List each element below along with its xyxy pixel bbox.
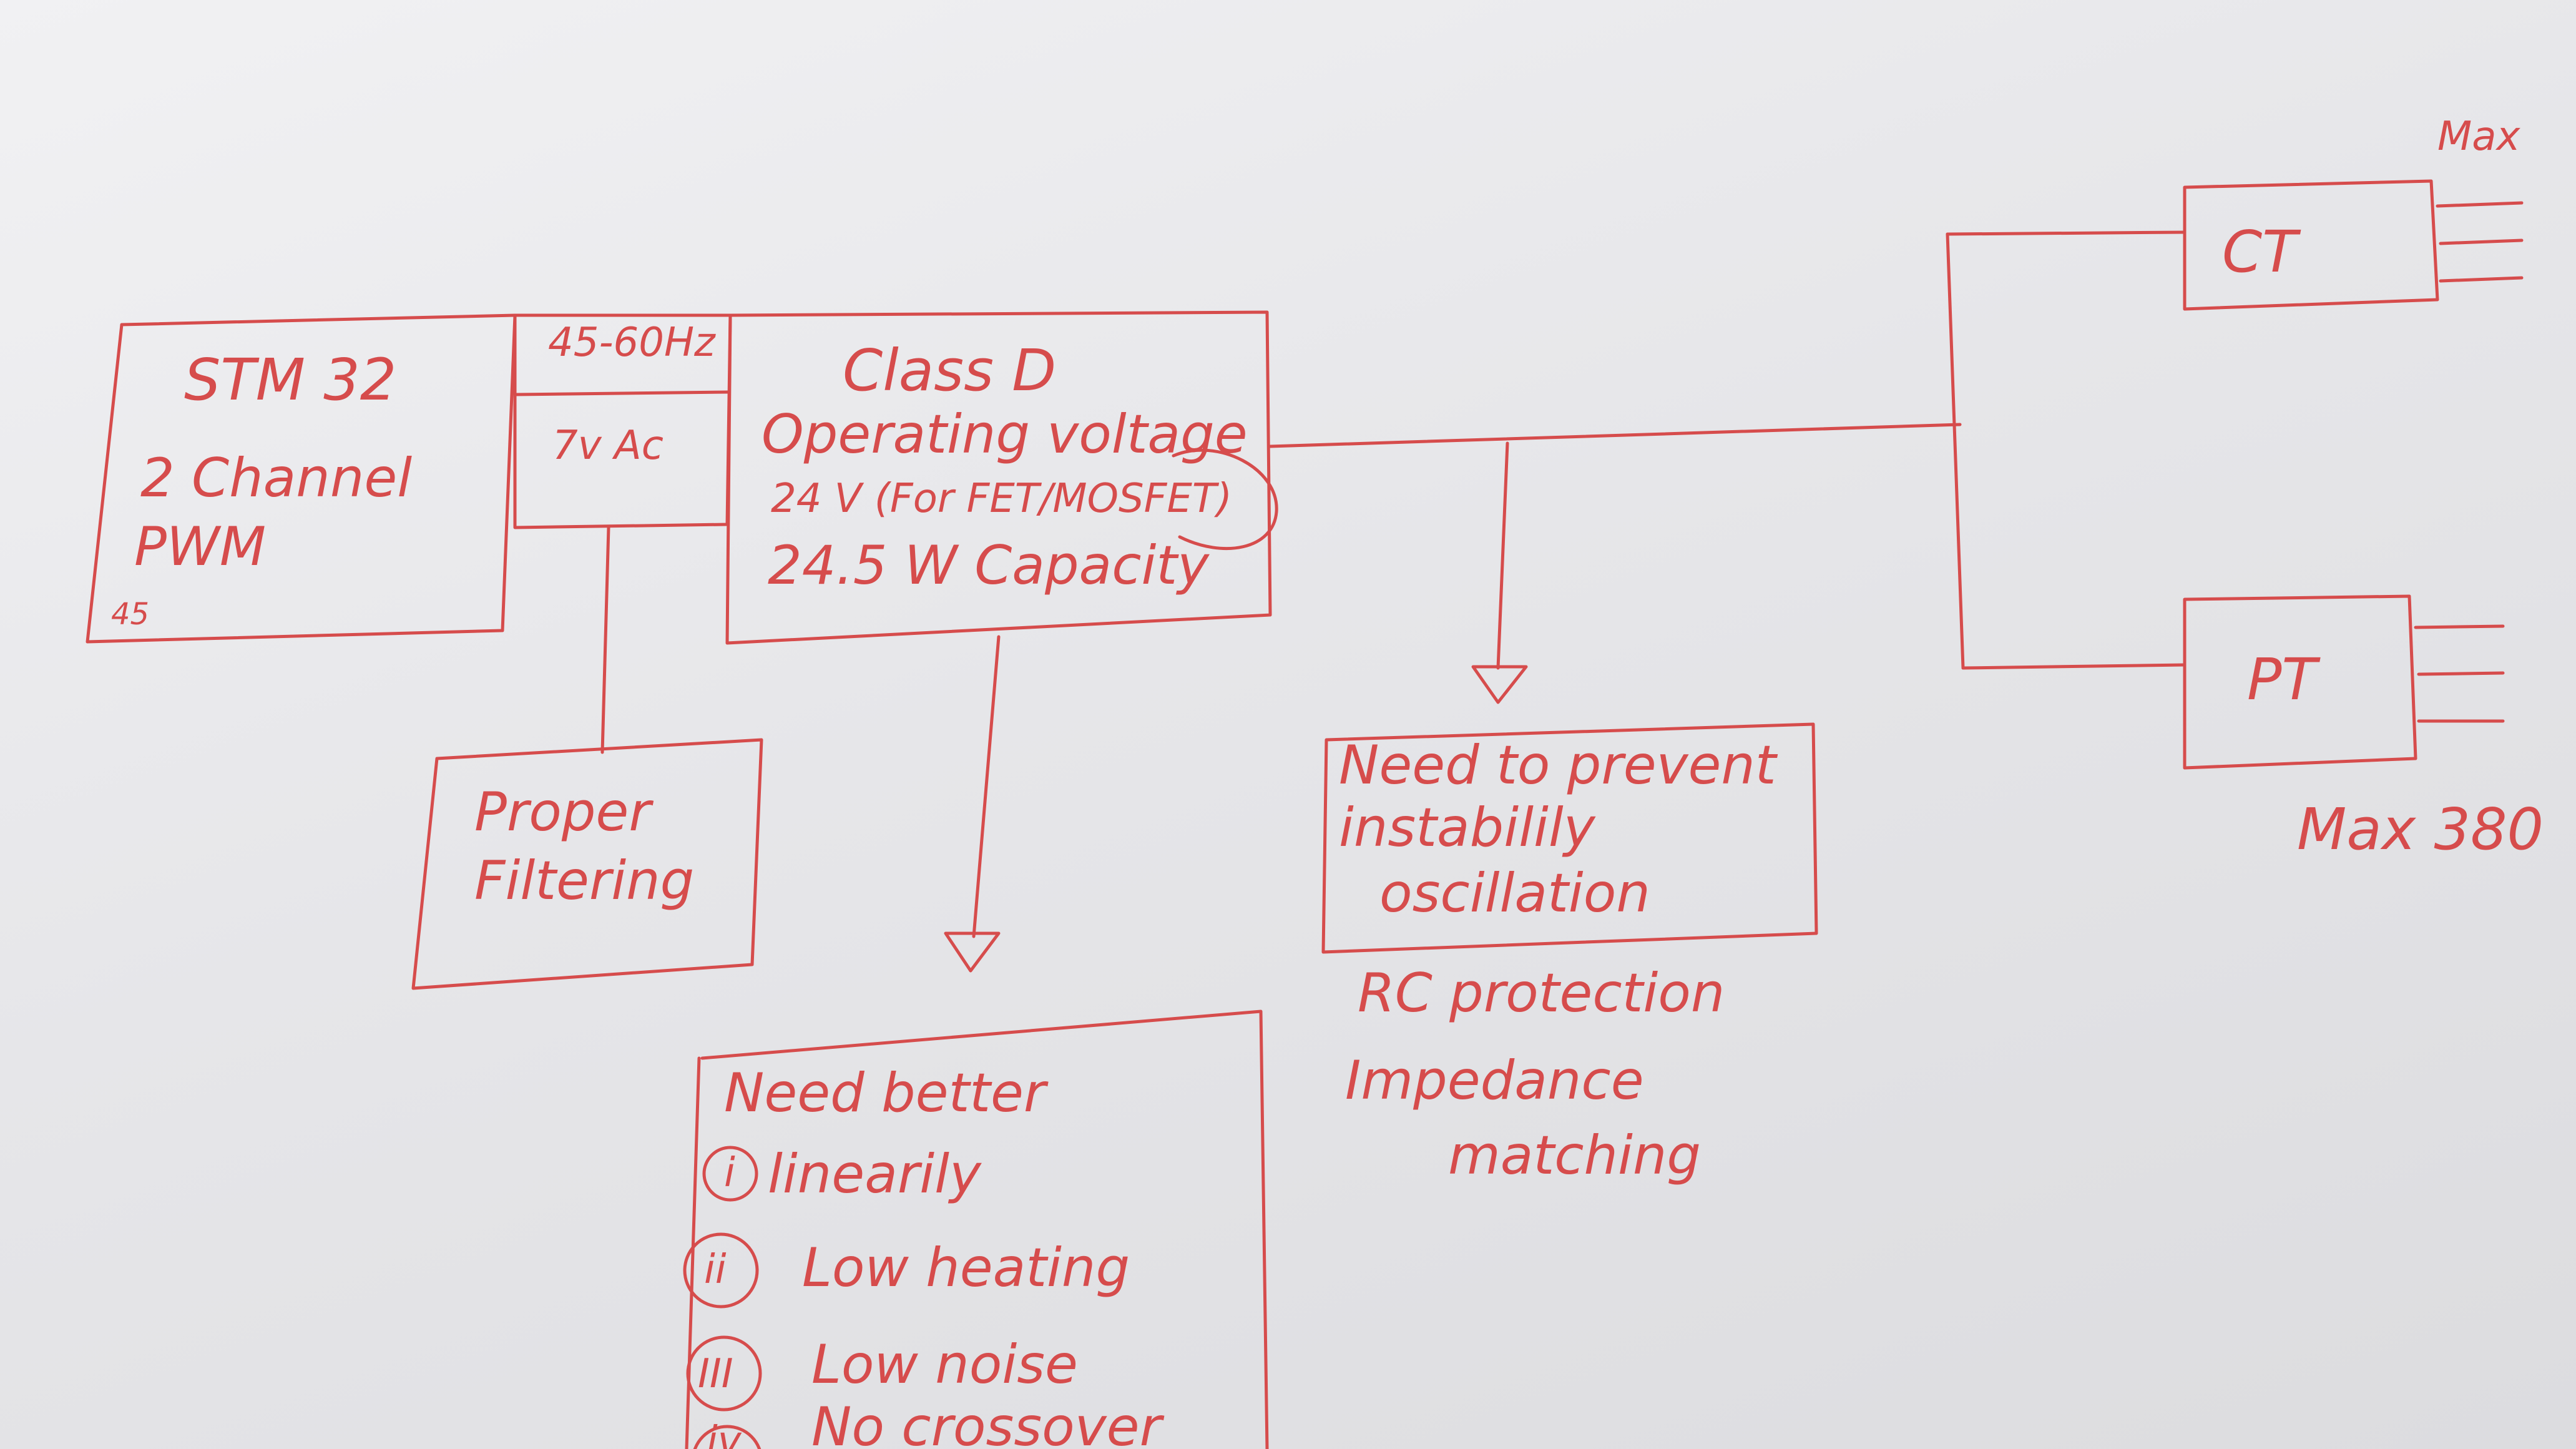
stm32-corner-mark: 45 bbox=[111, 597, 149, 632]
signal-voltage: 7v Ac bbox=[552, 423, 664, 469]
stm32-box bbox=[86, 313, 517, 644]
classd-block: Class D Operating voltage 24 V (For FET/… bbox=[725, 310, 1278, 645]
needs-marker: ii bbox=[704, 1247, 727, 1293]
needs-item: iv No crossover bbox=[693, 1396, 1165, 1449]
needs-marker-circle bbox=[702, 1146, 758, 1202]
stm32-title: STM 32 bbox=[184, 346, 396, 413]
needs-title: Need better bbox=[724, 1062, 1049, 1124]
needs-arrow bbox=[944, 635, 1001, 973]
filter-line-1: Proper bbox=[474, 781, 654, 843]
stability-block: Need to prevent instabilily oscillation bbox=[1321, 722, 1818, 954]
needs-item: III Low noise bbox=[686, 1334, 1078, 1412]
filter-box bbox=[411, 738, 763, 990]
classd-operating-voltage: Operating voltage bbox=[762, 403, 1248, 466]
ct-terminals bbox=[2436, 201, 2524, 283]
needs-item: i linearily bbox=[702, 1143, 982, 1206]
needs-marker-circle bbox=[683, 1232, 759, 1309]
output-vertical bbox=[1946, 232, 1965, 670]
signal-block: 45-60Hz 7v Ac bbox=[513, 313, 732, 529]
pt-block: PT Max 380 bbox=[2183, 594, 2544, 863]
pt-feed bbox=[1961, 663, 2187, 670]
needs-marker: i bbox=[724, 1150, 735, 1196]
protection-line-1: RC protection bbox=[1358, 962, 1725, 1024]
needs-item-text: Low heating bbox=[802, 1237, 1130, 1299]
needs-marker: iv bbox=[707, 1418, 742, 1449]
ct-block: CT Max bbox=[2183, 114, 2524, 311]
stm32-pwm-label: PWM bbox=[134, 516, 266, 578]
protection-line-3: matching bbox=[1448, 1124, 1701, 1187]
filter-connector bbox=[600, 526, 610, 754]
ct-feed bbox=[1946, 230, 2187, 236]
signal-frequency: 45-60Hz bbox=[548, 320, 716, 366]
ct-box bbox=[2183, 179, 2439, 311]
signal-divider bbox=[513, 390, 731, 396]
stability-line-2: instabilily bbox=[1339, 797, 1596, 859]
ct-max-label: Max bbox=[2437, 114, 2520, 160]
pt-max-label: Max 380 bbox=[2297, 796, 2544, 863]
needs-block: Need better i linearily ii Low heating I… bbox=[683, 1009, 1269, 1449]
classd-mosfet-circle bbox=[1172, 448, 1278, 551]
classd-box bbox=[725, 310, 1272, 645]
needs-marker: III bbox=[698, 1351, 733, 1397]
stm32-block: STM 32 2 Channel PWM 45 bbox=[86, 313, 517, 644]
stability-line-3: oscillation bbox=[1379, 862, 1650, 925]
pt-terminals bbox=[2414, 624, 2505, 723]
needs-item: ii Low heating bbox=[683, 1232, 1130, 1309]
pt-box bbox=[2183, 594, 2417, 770]
ct-label: CT bbox=[2222, 219, 2301, 285]
stability-arrow bbox=[1471, 441, 1528, 704]
filter-block: Proper Filtering bbox=[411, 526, 763, 990]
classd-voltage-value: 24 V (For FET/MOSFET) bbox=[771, 476, 1232, 522]
needs-item-text: linearily bbox=[768, 1143, 982, 1206]
output-bus bbox=[1268, 230, 2187, 670]
classd-capacity: 24.5 W Capacity bbox=[768, 534, 1210, 597]
protection-line-2: Impedance bbox=[1345, 1049, 1644, 1112]
pt-label: PT bbox=[2247, 646, 2321, 713]
needs-marker-circle bbox=[693, 1425, 762, 1449]
stability-line-1: Need to prevent bbox=[1339, 734, 1778, 797]
stability-box bbox=[1321, 722, 1818, 954]
needs-item-text: No crossover bbox=[811, 1396, 1165, 1449]
protection-notes: RC protection Impedance matching bbox=[1345, 962, 1725, 1187]
classd-title: Class D bbox=[843, 337, 1056, 404]
needs-item-text: Low noise bbox=[811, 1334, 1078, 1396]
output-line bbox=[1268, 423, 1962, 448]
stm32-channel-label: 2 Channel bbox=[140, 447, 412, 509]
filter-line-2: Filtering bbox=[474, 850, 694, 912]
needs-marker-circle bbox=[686, 1335, 762, 1412]
